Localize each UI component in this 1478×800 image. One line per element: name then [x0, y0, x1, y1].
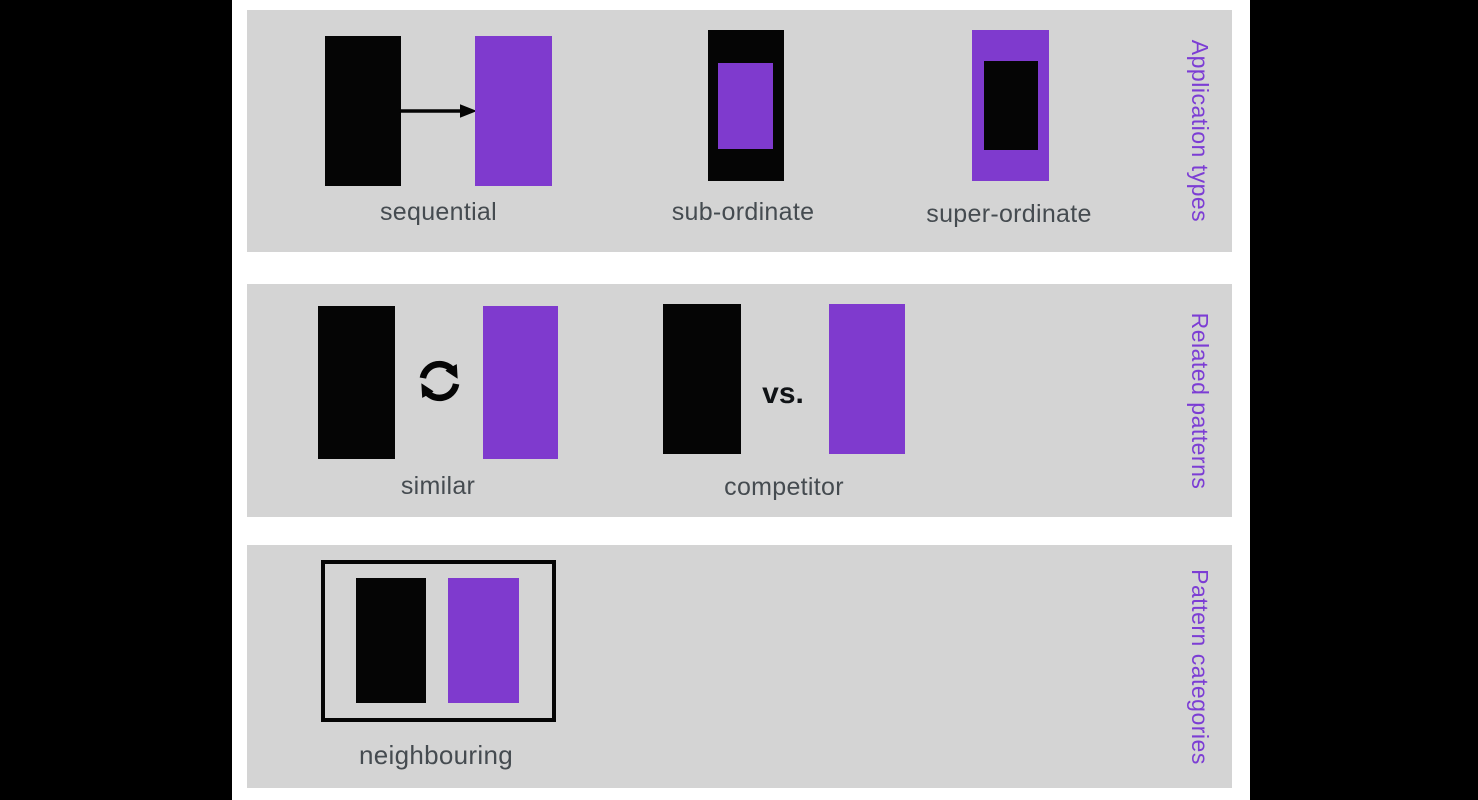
panel-application-types: sequential sub-ordinate super-ordinate A…	[247, 10, 1232, 252]
panel-pattern-categories: neighbouring Pattern categories	[247, 545, 1232, 788]
side-label-application-types: Application types	[1187, 39, 1213, 223]
sequential-caption: sequential	[380, 198, 497, 226]
superordinate-inner-rect	[984, 61, 1038, 150]
sequential-source-rect	[325, 36, 401, 186]
side-label-pattern-categories: Pattern categories	[1187, 568, 1213, 765]
superordinate-caption: super-ordinate	[926, 200, 1092, 228]
slide-canvas: sequential sub-ordinate super-ordinate A…	[232, 0, 1250, 800]
similar-left-rect	[318, 306, 395, 459]
subordinate-inner-rect	[718, 63, 773, 149]
neighbouring-boundary-box	[321, 560, 556, 722]
panel-related-patterns: similar vs. competitor Related patterns	[247, 284, 1232, 517]
sync-cycle-icon	[419, 360, 460, 402]
similar-right-rect	[483, 306, 558, 459]
competitor-left-rect	[663, 304, 741, 454]
similar-caption: similar	[400, 472, 476, 500]
neighbouring-left-rect	[356, 578, 426, 703]
competitor-right-rect	[829, 304, 905, 454]
competitor-caption: competitor	[724, 473, 844, 501]
sequential-target-rect	[475, 36, 552, 186]
neighbouring-right-rect	[448, 578, 519, 703]
neighbouring-caption: neighbouring	[359, 740, 513, 770]
side-label-related-patterns: Related patterns	[1187, 312, 1213, 489]
right-arrow-icon	[399, 104, 477, 118]
subordinate-caption: sub-ordinate	[671, 198, 815, 226]
versus-label: vs.	[762, 377, 804, 410]
